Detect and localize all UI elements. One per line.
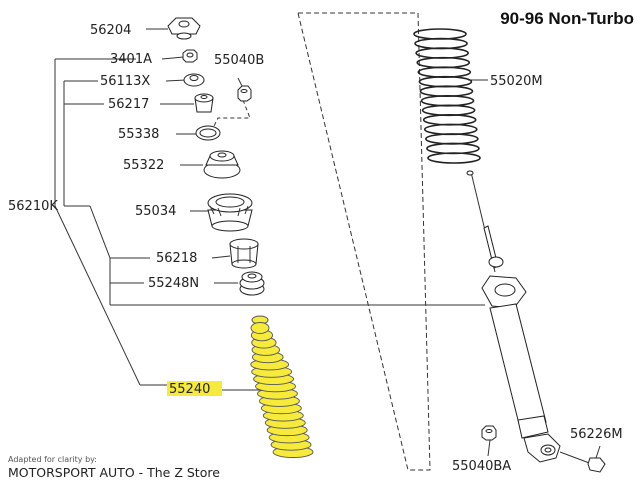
spring-coil <box>417 66 472 78</box>
part-55034-seat <box>207 193 253 232</box>
spring-coil <box>421 104 476 117</box>
label-55020m: 55020M <box>490 74 543 89</box>
label-56226m: 56226M <box>570 427 623 442</box>
dashed-link-55040b <box>211 99 251 131</box>
label-55338: 55338 <box>118 127 159 142</box>
label-55240: 55240 <box>169 382 210 397</box>
label-56113x: 56113X <box>100 74 150 89</box>
label-55040ba: 55040BA <box>452 459 511 474</box>
part-3401a-nut <box>182 49 198 63</box>
spring-coil <box>420 94 475 107</box>
label-56218: 56218 <box>156 251 197 266</box>
part-56226m-bolt <box>559 451 606 473</box>
spring-coil <box>423 123 478 136</box>
part-55248n-bumpstop <box>239 271 265 296</box>
assembly-dashed-outline <box>297 12 431 471</box>
spring-coil <box>425 133 479 145</box>
label-55034: 55034 <box>135 204 176 219</box>
credit-store-name: MOTORSPORT AUTO - The Z Store <box>8 465 220 480</box>
spring-coil <box>416 56 471 69</box>
part-56217-bushing <box>194 93 214 113</box>
spring-coil <box>414 37 468 50</box>
group-bracket-56210k <box>54 58 485 386</box>
part-55020m-spring <box>413 28 481 164</box>
boot-fold <box>250 322 270 334</box>
spring-coil <box>422 114 477 126</box>
part-55322-mount <box>203 150 241 179</box>
part-55240-dust-boot <box>250 315 314 458</box>
diagram-title: 90-96 Non-Turbo <box>500 9 634 28</box>
spring-coil <box>418 75 473 88</box>
part-55040ba-nut <box>481 425 497 441</box>
part-56113x-washer <box>183 73 205 87</box>
part-56218-bushing <box>229 238 259 269</box>
spring-coil <box>413 28 467 40</box>
part-55040b-nut <box>237 85 252 102</box>
spring-coil <box>427 152 481 164</box>
label-56210k: 56210K <box>8 199 58 214</box>
label-55040b: 55040B <box>214 53 264 68</box>
spring-coil <box>415 47 469 59</box>
spring-coil <box>419 85 474 98</box>
part-55338-ring <box>195 125 221 141</box>
part-strut-assembly <box>466 170 561 463</box>
spring-coil <box>426 142 480 155</box>
label-55322: 55322 <box>123 158 164 173</box>
credit-caption: Adapted for clarity by: <box>8 455 97 464</box>
label-56217: 56217 <box>108 97 149 112</box>
label-55248n: 55248N <box>148 276 199 291</box>
part-56204-cap <box>167 17 201 40</box>
label-3401a: 3401A <box>110 52 152 67</box>
leader-lines <box>110 28 601 459</box>
label-56204: 56204 <box>90 23 131 38</box>
label-55240-highlight <box>167 381 222 396</box>
